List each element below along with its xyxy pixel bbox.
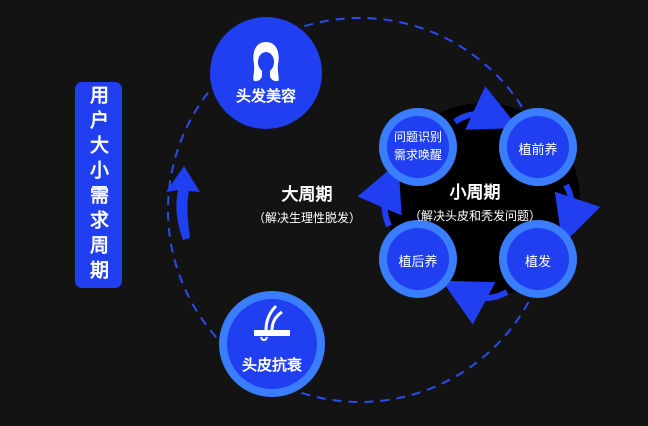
- small-cycle-arrow-left: [357, 161, 402, 228]
- woman-icon: [253, 42, 279, 82]
- hair-follicle-icon: [254, 304, 290, 341]
- node-post-circle: [387, 228, 449, 290]
- sidebar-label: 用户大小需求周期: [87, 85, 109, 285]
- node-awaken-label-line2: 需求唤醒: [393, 148, 442, 162]
- node-scalp-circle: [227, 299, 317, 389]
- small-cycle-subtitle: （解决头皮和秃发问题）: [408, 209, 541, 223]
- small-cycle-label: 小周期 （解决头皮和秃发问题）: [400, 178, 550, 224]
- node-beauty-label: 头发美容: [235, 87, 296, 105]
- node-pre-label: 植前养: [518, 143, 558, 158]
- big-cycle-label: 大周期 （解决生理性脱发）: [244, 180, 370, 226]
- big-cycle-subtitle: （解决生理性脱发）: [252, 211, 361, 225]
- node-post-label: 植后养: [398, 255, 438, 270]
- small-cycle-title: 小周期: [449, 183, 501, 203]
- small-cycle-arrow-bottom: [441, 280, 509, 325]
- node-pre-circle: [507, 116, 569, 178]
- node-awaken-circle: [387, 116, 449, 178]
- big-cycle-arrow: [166, 166, 200, 240]
- node-plant-circle: [507, 228, 569, 290]
- node-scalp-label: 头皮抗衰: [241, 356, 302, 374]
- node-awaken-label-line1: 问题识别: [393, 130, 442, 144]
- small-cycle-arrow-right: [554, 183, 601, 245]
- big-cycle-title: 大周期: [281, 185, 333, 205]
- small-cycle-arrow-top: [453, 86, 519, 130]
- node-plant-label: 植发: [524, 255, 551, 270]
- sidebar-label-bar: 用户大小需求周期: [75, 82, 122, 288]
